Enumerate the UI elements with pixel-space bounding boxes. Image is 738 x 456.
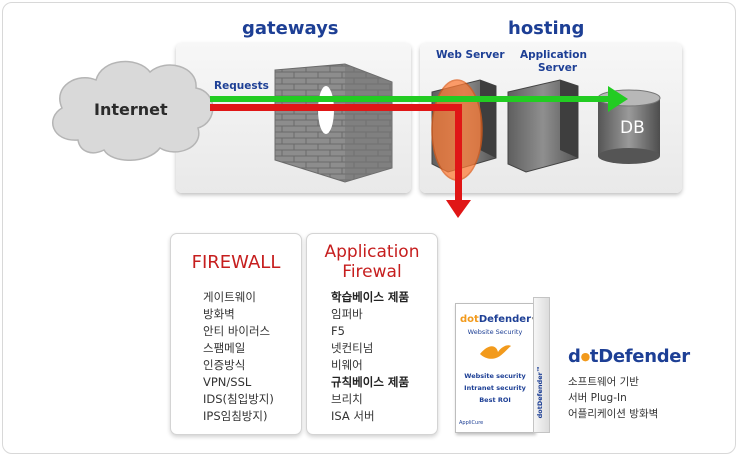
list-item: 브리치 (331, 392, 363, 406)
gateways-heading: gateways (242, 18, 339, 39)
app-server-label-line1: Application (520, 49, 587, 61)
internet-label: Internet (94, 100, 168, 119)
firewall-card: FIREWALL 게이트웨이 방화벽 안티 바이러스 스팸메일 인증방식 VPN… (170, 233, 302, 435)
red-attack-arrow (210, 104, 471, 218)
product-box: dotDefender™ Website Security Website se… (455, 297, 550, 435)
internet-cloud (52, 60, 214, 161)
web-server-label: Web Server (436, 49, 505, 61)
product-box-side-text: dotDefender™ (536, 365, 544, 419)
product-box-feature-1: Website security (464, 372, 526, 380)
firewall-feature-list: 게이트웨이 방화벽 안티 바이러스 스팸메일 인증방식 VPN/SSL IDS(… (203, 289, 274, 425)
list-item: 규칙베이스 제품 (331, 375, 410, 389)
list-item: 학습베이스 제품 (331, 290, 410, 304)
dotdefender-description: 소프트웨어 기반 서버 Plug-In 어플리케이션 방화벽 (568, 374, 658, 422)
application-server-icon (507, 79, 579, 173)
product-box-brand: dotDefender™ (460, 314, 537, 325)
product-box-maker: AppliCure (459, 420, 484, 426)
list-item: 넷컨티넘 (331, 341, 374, 355)
list-item: 안티 바이러스 (203, 324, 271, 338)
list-item: 어플리케이션 방화벽 (568, 408, 659, 420)
firewall-wall-icon (274, 63, 393, 183)
dotdefender-logo: d●tDefender (568, 346, 690, 367)
db-label: DB (620, 118, 645, 138)
list-item: VPN/SSL (203, 375, 252, 389)
green-request-arrow (210, 86, 628, 112)
product-box-feature-2: Intranet security (464, 384, 526, 392)
appfw-product-list: 학습베이스 제품 임퍼바 F5 넷컨티넘 비웨어 규칙베이스 제품 브리치 IS… (331, 289, 409, 425)
application-firewall-card: Application Firewal 학습베이스 제품 임퍼바 F5 넷컨티넘… (306, 233, 438, 435)
list-item: 인증방식 (203, 358, 246, 372)
product-box-side: dotDefender™ (533, 297, 550, 433)
list-item: IDS(침입방지) (203, 392, 274, 406)
list-item: 방화벽 (203, 307, 235, 321)
list-item: 게이트웨이 (203, 290, 256, 304)
list-item: IPS임침방지) (203, 409, 268, 423)
requests-label: Requests (214, 80, 269, 92)
product-box-front: dotDefender™ Website Security Website se… (455, 303, 537, 433)
list-item: F5 (331, 324, 345, 338)
appfw-title-line1: Application (324, 242, 420, 262)
list-item: 스팸메일 (203, 341, 246, 355)
list-item: ISA 서버 (331, 409, 375, 423)
appfw-title-line2: Firewal (342, 262, 402, 282)
app-server-label-line2: Server (538, 62, 578, 74)
bird-icon (478, 340, 512, 362)
list-item: 소프트웨어 기반 (568, 376, 639, 388)
list-item: 비웨어 (331, 358, 363, 372)
list-item: 임퍼바 (331, 307, 363, 321)
product-box-subtitle: Website Security (467, 328, 523, 336)
product-box-feature-3: Best ROI (479, 396, 511, 404)
firewall-card-title: FIREWALL (191, 252, 281, 273)
hosting-heading: hosting (508, 18, 585, 39)
list-item: 서버 Plug-In (568, 392, 627, 404)
